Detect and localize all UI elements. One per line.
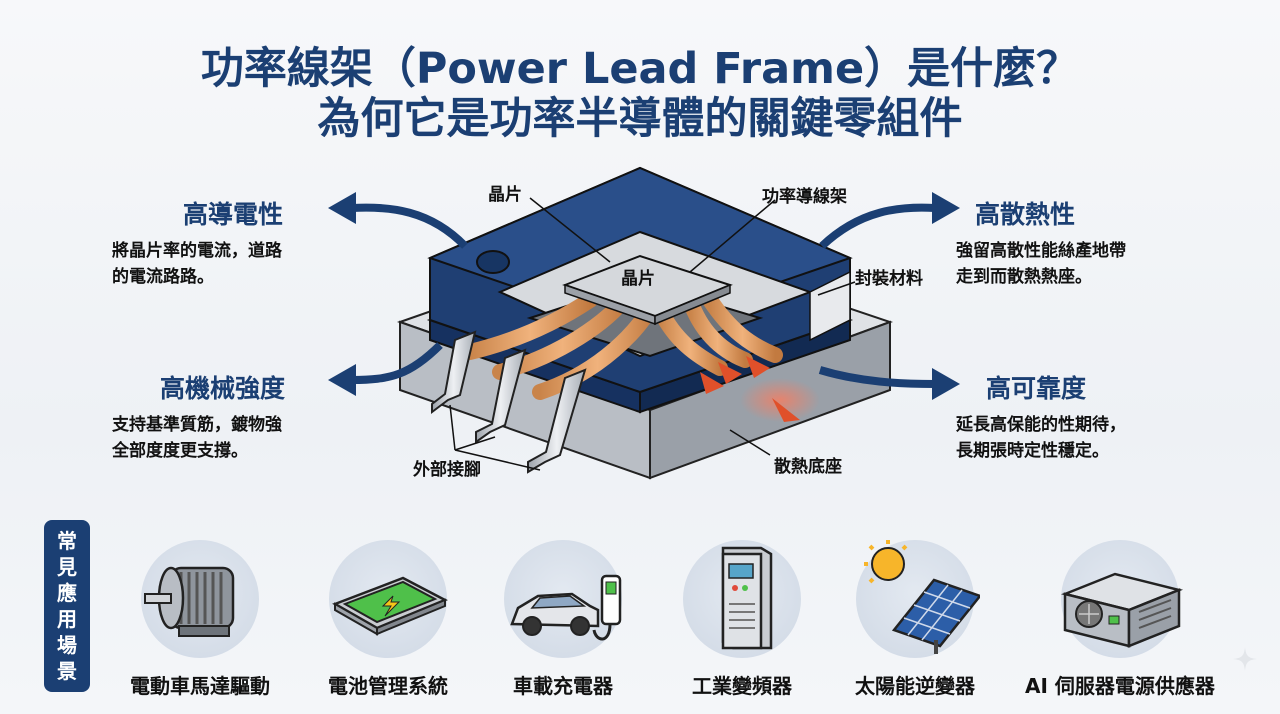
battery-icon [332, 576, 448, 636]
feature-thermal-desc: 強留高散性能絲產地帶 走到而散熱熱座。 [956, 241, 1126, 287]
chip-die [562, 254, 733, 326]
feature-reliability-heading: 高可靠度 [986, 374, 1087, 403]
applications-tag-char: 景 [57, 659, 77, 683]
app-label: 電池管理系統 [328, 674, 448, 698]
applications-tag-char: 場 [57, 633, 77, 657]
page-subtitle: 為何它是功率半導體的關鍵零組件 [317, 94, 963, 144]
feature-thermal-heading: 高散熱性 [975, 200, 1076, 229]
encapsulation-label: 封裝材料 [855, 269, 923, 289]
app-label: AI 伺服器電源供應器 [1025, 674, 1215, 698]
app-ev-motor: 電動車馬達驅動 [115, 540, 285, 699]
applications-tag-char: 用 [57, 607, 77, 631]
feature-arrows [328, 192, 960, 400]
motor-icon [144, 566, 235, 637]
page-title: 功率線架（Power Lead Frame）是什麼？ [200, 44, 1080, 94]
feature-conductivity-heading: 高導電性 [183, 200, 284, 229]
external-leads-label: 外部接腳 [413, 460, 481, 480]
ev-charger-icon [510, 574, 622, 641]
lead-frame-label: 功率導線架 [762, 187, 847, 207]
app-battery-management: 電池管理系統 [303, 540, 473, 699]
feature-strength-desc: 支持基準質筋，鍍物強 全部度度更支撐。 [112, 415, 282, 461]
feature-conductivity-desc: 將晶片率的電流，道路 的電流路路。 [112, 241, 282, 287]
feature-reliability-desc: 延長高保能的性期待， 長期張時定性穩定。 [956, 415, 1126, 461]
leader-lines [449, 197, 856, 471]
sparkle-icon [1233, 647, 1257, 671]
solar-panel-icon [864, 540, 980, 654]
chip-center-label: 晶片 [621, 269, 655, 289]
app-label: 工業變頻器 [692, 674, 792, 698]
feature-strength-heading: 高機械強度 [160, 374, 286, 403]
heat-flow-arrows [700, 356, 820, 422]
app-solar-inverter: 太陽能逆變器 [830, 540, 1000, 699]
applications-tag: 常 見 應 用 場 景 [44, 520, 90, 692]
applications-tag-char: 應 [57, 581, 77, 605]
inverter-cabinet-icon [721, 546, 773, 650]
app-ai-server-psu: AI 伺服器電源供應器 [1010, 540, 1230, 699]
applications-tag-char: 常 [57, 529, 77, 553]
chip-top-label: 晶片 [488, 185, 522, 205]
app-label: 電動車馬達驅動 [130, 674, 270, 698]
server-psu-icon [1060, 572, 1184, 648]
app-industrial-inverter: 工業變頻器 [657, 540, 827, 699]
app-label: 太陽能逆變器 [855, 674, 975, 698]
external-leads-shape [431, 330, 587, 474]
app-onboard-charger: 車載充電器 [478, 540, 648, 699]
heat-sink-label: 散熱底座 [774, 457, 842, 477]
app-label: 車載充電器 [513, 674, 613, 698]
applications-tag-char: 見 [57, 555, 77, 579]
